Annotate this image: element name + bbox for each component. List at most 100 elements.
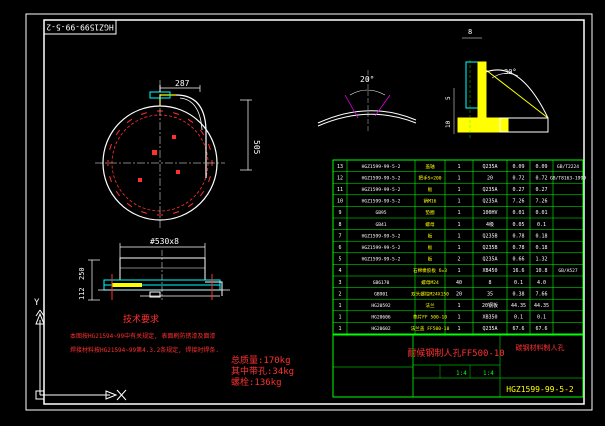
- bom-cell-qty: 1: [457, 268, 460, 274]
- svg-text:Y: Y: [34, 298, 40, 308]
- dim-label-250: 250: [78, 267, 86, 280]
- bom-cell-name: 螺母: [425, 221, 435, 228]
- bolt-mark: [140, 211, 147, 214]
- bom-cell-qty: 20: [456, 291, 462, 297]
- bom-cell-no: 1: [338, 303, 341, 309]
- bom-cell-qty: 1: [457, 233, 460, 239]
- title-block-number: HGZ1599-99-5-2: [506, 385, 574, 394]
- bom-cell-name: 板: [428, 186, 433, 193]
- bom-cell-qty: 2: [457, 257, 460, 263]
- bom-cell-no: 8: [338, 222, 341, 228]
- outer-border: [25, 13, 593, 411]
- bom-cell-name: 双头螺柱M24X150: [411, 290, 449, 297]
- bom-cell-code: GB901: [374, 291, 388, 297]
- bom-cell-w2: 0.18: [535, 245, 547, 251]
- bom-cell-w2: 0.27: [535, 187, 547, 193]
- bom-cell-mat: 100HV: [482, 210, 497, 216]
- bom-cell-name: 垫片FF 500-10: [413, 314, 447, 321]
- bom-cell-no: 1: [338, 315, 341, 321]
- bom-cell-mat: XB350: [482, 315, 497, 321]
- bom-cell-name: 垫圈: [425, 209, 435, 216]
- bom-cell-name: 石棉橡胶板 δ=3: [413, 267, 447, 274]
- bom-cell-mat: 20: [487, 175, 493, 181]
- bolt-mark: [173, 211, 180, 214]
- bom-cell-w2: 7.66: [535, 291, 547, 297]
- bom-cell-mat: 35: [487, 291, 493, 297]
- bom-cell-w1: 0.27: [512, 187, 524, 193]
- weight-bolts: 螺栓:136kg: [231, 376, 282, 388]
- title-block-category: 碳钢材料制人孔: [516, 343, 565, 352]
- bom-cell-w2: 0.18: [535, 233, 547, 239]
- bom-cell-w1: 0.72: [512, 175, 524, 181]
- dim-label-287: 287: [175, 79, 190, 88]
- bom-cell-name: 销M16: [424, 198, 437, 205]
- bolt-mark: [199, 190, 205, 197]
- bom-cell-mat: XB450: [482, 268, 497, 274]
- bom-cell-code: HGZ1599-99-5-2: [362, 164, 401, 170]
- bom-cell-mat: Q235A: [482, 187, 497, 193]
- bom-cell-no: 2: [338, 291, 341, 297]
- bom-cell-qty: 1: [457, 187, 460, 193]
- bom-cell-mat: Q235A: [482, 164, 497, 170]
- bom-cell-qty: 1: [457, 222, 460, 228]
- bom-cell-qty: 1: [457, 303, 460, 309]
- bom-cell-no: 12: [337, 175, 343, 181]
- rotated-drawing-number-box: HGZ1599-99-5-2: [43, 19, 117, 35]
- dim-label-angle-30: 30°: [504, 68, 517, 76]
- bom-cell-code: HGZ1599-99-5-2: [362, 187, 401, 193]
- bom-cell-name: 板: [428, 256, 433, 263]
- dim-label-505: 505: [252, 140, 261, 155]
- bom-cell-w1: 0.38: [512, 291, 524, 297]
- bom-cell-no: 4: [338, 268, 341, 274]
- bolt-mark: [187, 202, 194, 208]
- bolt-mark: [199, 129, 205, 136]
- bom-cell-qty: 1: [457, 199, 460, 205]
- bom-cell-w1: 0.66: [512, 257, 524, 263]
- bom-cell-w1: 0.09: [512, 164, 524, 170]
- bom-cell-w1: 0.78: [512, 245, 524, 251]
- bom-cell-code: HGZ1599-99-5-2: [362, 175, 401, 181]
- bom-cell-mat: 4级: [486, 221, 494, 228]
- bom-cell-w2: 0.09: [535, 164, 547, 170]
- bom-cell-w1: 0.78: [512, 233, 524, 239]
- bolt-mark: [109, 143, 112, 150]
- bom-cell-qty: 40: [456, 280, 462, 286]
- bom-cell-w1: 16.6: [512, 268, 524, 274]
- dim-label-5: 5: [445, 96, 452, 100]
- bom-cell-name: 把手S=200: [418, 174, 441, 181]
- bolt-mark: [126, 118, 133, 124]
- dimension-505: 505: [240, 99, 261, 171]
- bom-cell-qty: 1: [457, 245, 460, 251]
- bom-cell-note: GB/A527: [558, 268, 578, 274]
- bom-cell-w2: 1.32: [535, 257, 547, 263]
- bom-cell-name: 螺母M24: [421, 279, 439, 286]
- bom-cell-w1: 0.05: [512, 222, 524, 228]
- bolt-mark: [208, 143, 211, 150]
- front-section-view: #530x8 250 112: [78, 237, 230, 301]
- bom-cell-code: GB6170: [373, 280, 390, 286]
- bom-cell-qty: 1: [457, 315, 460, 321]
- bom-cell-w1: 0.1: [514, 280, 523, 286]
- bom-cell-name: 盖轴: [425, 163, 435, 170]
- bom-cell-no: 9: [338, 210, 341, 216]
- bom-cell-w2: 0.1: [537, 315, 546, 321]
- bolt-mark: [115, 190, 121, 197]
- bom-cell-no: 11: [337, 187, 343, 193]
- bom-cell-note: GB/T8163-1999: [550, 175, 586, 181]
- dim-label-112: 112: [78, 287, 86, 300]
- bolt-mark: [187, 118, 194, 124]
- scale-label-2: 1:4: [483, 370, 494, 377]
- bom-cell-qty: 1: [457, 175, 460, 181]
- bom-cell-no: 6: [338, 245, 341, 251]
- bom-cell-code: HGZ1599-99-5-2: [362, 245, 401, 251]
- bom-frame: [332, 159, 584, 335]
- title-block-name: 耐候钢制人孔FF500-10: [407, 347, 504, 359]
- bom-cell-mat: Q235A: [482, 257, 497, 263]
- bom-cell-mat: Q235A: [482, 199, 497, 205]
- bom-cell-w1: 67.6: [512, 326, 524, 332]
- dim-label-8: 8: [468, 28, 472, 36]
- title-block: 耐候钢制人孔FF500-10 碳钢材料制人孔 HGZ1599-99-5-2 1:…: [332, 334, 584, 398]
- weight-component: 其中带孔:34kg: [231, 365, 294, 377]
- technical-requirements: 技术要求 本图按HG21594~99中有关规定, 表面刷防锈漆及面漆 焊接材料按…: [70, 313, 219, 354]
